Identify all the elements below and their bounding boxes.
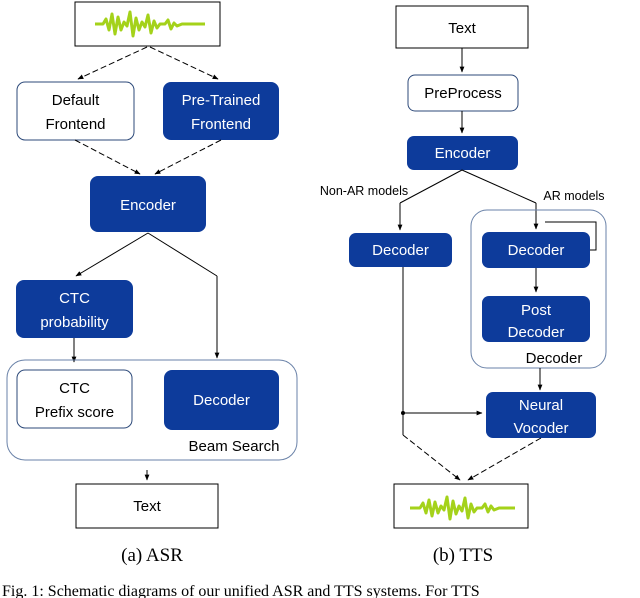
svg-text:Post: Post (521, 302, 552, 319)
edge-encoder-ctc (75, 232, 149, 277)
pretrained-frontend-box: Pre-Trained Frontend (163, 82, 279, 140)
svg-text:Frontend: Frontend (45, 116, 105, 133)
tts-input-box: Text (395, 5, 529, 49)
svg-text:Encoder: Encoder (435, 145, 491, 162)
default-frontend-box: Default Frontend (16, 81, 135, 141)
caption-asr: (a) ASR (121, 545, 183, 566)
ar-models-label: AR models (543, 189, 604, 203)
edge-ar-feedback (545, 221, 597, 251)
svg-text:Decoder: Decoder (508, 242, 565, 259)
svg-text:Decoder: Decoder (508, 324, 565, 341)
edge-pretrained-encoder (154, 139, 222, 175)
svg-text:Neural: Neural (519, 397, 563, 414)
edge-encoder-decoder-a (147, 232, 218, 277)
edge-default-encoder (74, 139, 141, 175)
svg-text:Encoder: Encoder (120, 197, 176, 214)
tts-encoder-box: Encoder (407, 136, 518, 170)
waveform-icon (410, 495, 515, 521)
ar-decoder-group: Decoder (470, 209, 607, 369)
asr-output-box: Text (75, 483, 219, 529)
preprocess-box: PreProcess (407, 74, 519, 112)
neural-vocoder-box: Neural Vocoder (486, 392, 596, 438)
tts-decoder-ar-box: Decoder (482, 232, 590, 268)
asr-audio-input (74, 1, 221, 47)
caption-tts: (b) TTS (433, 545, 493, 566)
edge-nonar-output (402, 434, 461, 481)
svg-text:probability: probability (40, 314, 109, 331)
svg-text:Decoder: Decoder (372, 242, 429, 259)
svg-text:Frontend: Frontend (191, 116, 251, 133)
ctc-probability-box: CTC probability (16, 280, 133, 338)
edge-input-pretrained (149, 46, 219, 80)
post-decoder-box: Post Decoder (482, 296, 590, 342)
svg-text:Default: Default (52, 92, 100, 109)
svg-text:Decoder: Decoder (526, 350, 583, 367)
asr-encoder-box: Encoder (90, 176, 206, 232)
ctc-prefix-score-box: CTC Prefix score (16, 369, 133, 429)
svg-text:CTC: CTC (59, 290, 90, 307)
edge-encoder-nonar-a (399, 169, 463, 204)
svg-text:Beam Search: Beam Search (189, 438, 280, 455)
edge-input-default (77, 46, 148, 80)
edge-vocoder-output (467, 437, 542, 481)
figure-caption: Fig. 1: Schematic diagrams of our unifie… (2, 583, 480, 598)
non-ar-models-label: Non-AR models (320, 184, 408, 198)
svg-text:Text: Text (133, 498, 161, 515)
waveform-icon (95, 10, 205, 38)
tts-decoder-nonar-box: Decoder (349, 233, 452, 267)
svg-text:Text: Text (448, 20, 476, 37)
svg-text:Vocoder: Vocoder (513, 420, 568, 437)
svg-text:Pre-Trained: Pre-Trained (182, 92, 261, 109)
svg-text:PreProcess: PreProcess (424, 85, 502, 102)
asr-decoder-box: Decoder (164, 370, 279, 430)
svg-text:Prefix score: Prefix score (35, 404, 114, 421)
svg-text:CTC: CTC (59, 380, 90, 397)
tts-audio-output (393, 483, 529, 529)
beam-search-group: Beam Search (6, 359, 298, 461)
svg-text:Decoder: Decoder (193, 392, 250, 409)
edge-encoder-ar-a (461, 169, 537, 204)
